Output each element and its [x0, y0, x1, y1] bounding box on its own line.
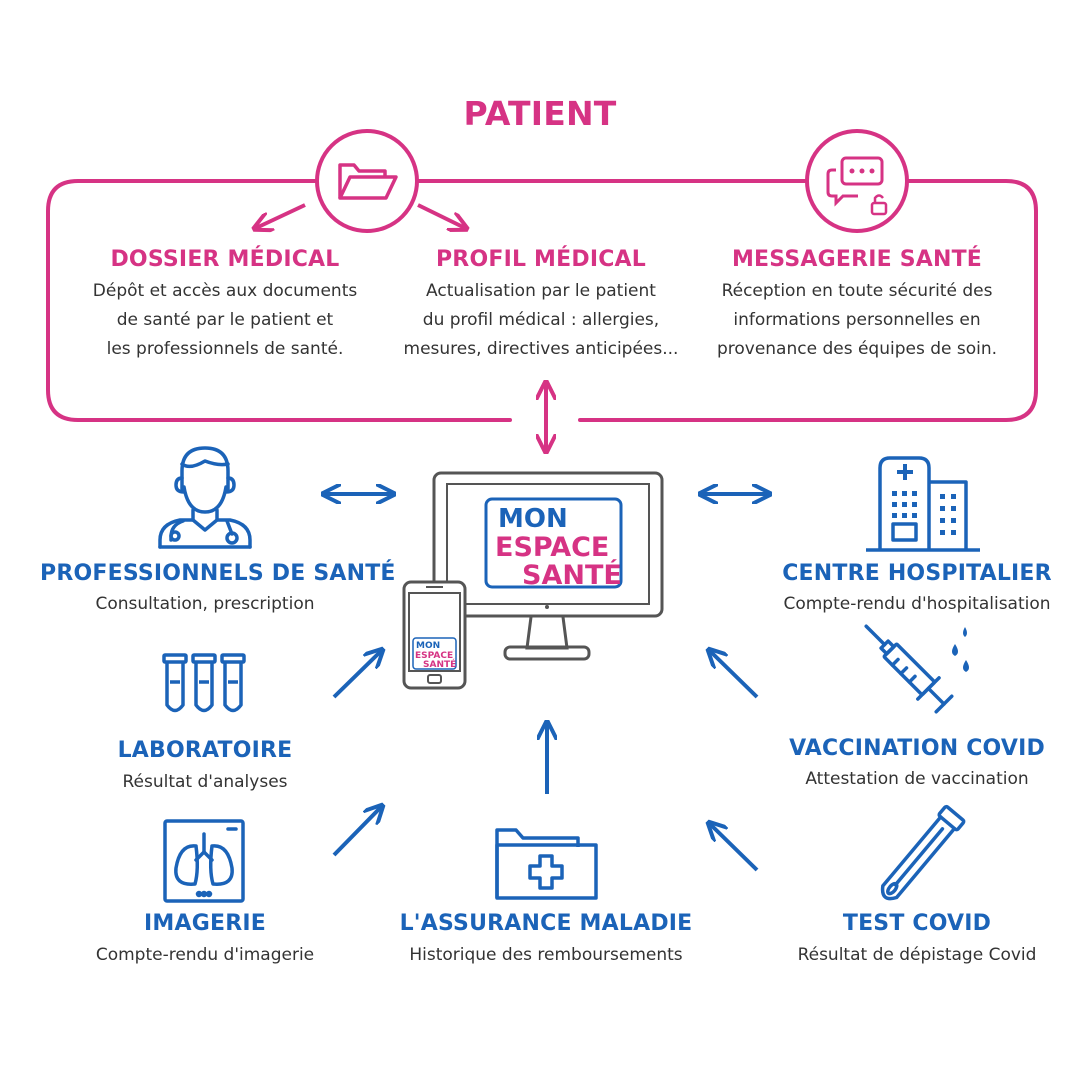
messagerie-description: Réception en toute sécurité des informat… [716, 281, 998, 359]
drops-icon [952, 627, 969, 672]
arrow-vaccination [710, 651, 759, 699]
vaccination-title: VACCINATION COVID [789, 736, 1045, 761]
patient-title: PATIENT [463, 94, 617, 133]
arrow-laboratoire [332, 651, 381, 699]
test-description: Résultat de dépistage Covid [797, 945, 1037, 965]
logo-mon: MON [498, 504, 568, 534]
hospital-icon [866, 456, 980, 552]
imagerie-description: Compte-rendu d'imagerie [95, 945, 315, 965]
syringe-icon [864, 624, 954, 714]
assurance-title: L'ASSURANCE MALADIE [399, 911, 693, 936]
laboratoire-description: Résultat d'analyses [122, 772, 288, 792]
dossier-description: Dépôt et accès aux documents de santé pa… [92, 281, 358, 359]
xray-lungs-icon [163, 819, 245, 903]
phone-icon [402, 580, 467, 690]
hospital-windows [892, 491, 956, 535]
patient-frame [46, 179, 1038, 422]
dossier-title: DOSSIER MÉDICAL [110, 247, 340, 272]
doctor-icon [158, 446, 252, 549]
phone-logo-mon: MON [416, 641, 440, 651]
phone-logo-sante: SANTÉ [423, 658, 456, 670]
phone-logo-espace: ESPACE [415, 651, 453, 661]
folder-cross-icon [495, 828, 598, 900]
monitor-icon [432, 471, 664, 661]
hospitalier-title: CENTRE HOSPITALIER [782, 561, 1052, 586]
logo-sante: SANTÉ [522, 559, 622, 591]
profil-description: Actualisation par le patient du profil m… [403, 281, 679, 359]
swab-tube-icon [880, 804, 966, 901]
hospitalier-description: Compte-rendu d'hospitalisation [783, 594, 1051, 614]
test-title: TEST COVID [842, 911, 992, 936]
messaging-lock-icon [805, 129, 909, 233]
test-tubes-icon [162, 653, 246, 713]
arrow-test [710, 824, 759, 872]
laboratoire-title: LABORATOIRE [117, 738, 293, 763]
vaccination-description: Attestation de vaccination [805, 769, 1029, 789]
arrow-to-dossier [256, 203, 306, 228]
arrow-imagerie [332, 807, 381, 857]
folder-icon [315, 129, 419, 233]
arrow-to-profil [417, 203, 465, 228]
profil-title: PROFIL MÉDICAL [435, 247, 647, 272]
professionnels-description: Consultation, prescription [95, 594, 315, 614]
professionnels-title: PROFESSIONNELS DE SANTÉ [40, 561, 396, 586]
messagerie-title: MESSAGERIE SANTÉ [731, 247, 983, 272]
imagerie-title: IMAGERIE [144, 911, 266, 936]
logo-espace: ESPACE [495, 532, 609, 563]
assurance-description: Historique des remboursements [409, 945, 683, 965]
